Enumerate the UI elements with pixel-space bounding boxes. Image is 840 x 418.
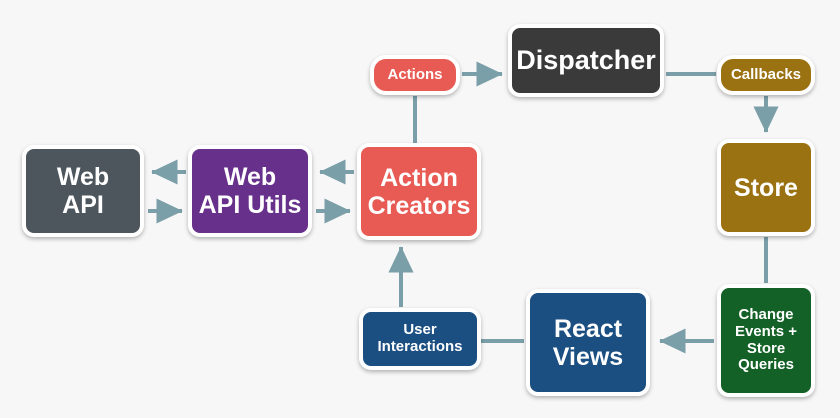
node-callbacks-label: Callbacks [730,65,802,83]
node-action-creators-label: Action Creators [367,163,471,220]
node-callbacks[interactable]: Callbacks [717,55,815,95]
node-dispatcher[interactable]: Dispatcher [508,24,664,97]
node-web-api[interactable]: Web API [22,145,144,237]
node-user-interactions-label: User Interactions [377,321,463,355]
node-user-interactions[interactable]: User Interactions [359,308,481,370]
node-action-creators[interactable]: Action Creators [357,143,481,240]
node-dispatcher-label: Dispatcher [516,45,656,76]
node-web-api-utils-label: Web API Utils [198,163,302,219]
node-web-api-utils[interactable]: Web API Utils [188,145,312,237]
node-change-events[interactable]: Change Events + Store Queries [717,284,815,397]
node-web-api-label: Web API [56,163,110,219]
node-react-views[interactable]: React Views [526,289,650,396]
node-store-label: Store [734,173,798,202]
node-store[interactable]: Store [717,139,815,236]
node-actions-label: Actions [387,65,443,83]
node-react-views-label: React Views [552,314,624,371]
node-actions[interactable]: Actions [370,55,460,95]
node-change-events-label: Change Events + Store Queries [734,305,798,374]
